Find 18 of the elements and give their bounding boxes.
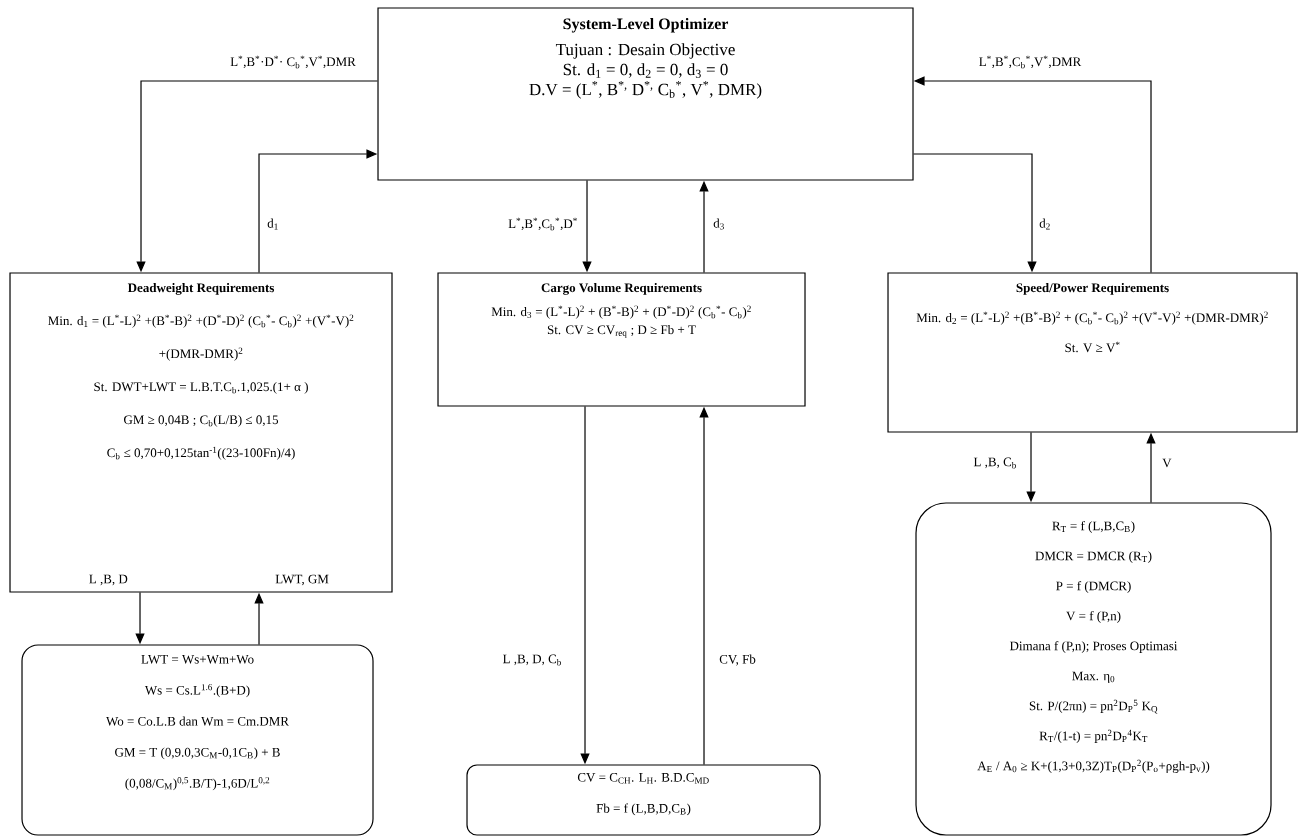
process-box: System-Level Optimizer Tujuan : Desain Objective St. d$_{1}$ = 0, d$_{2}$ = 0, d$_{3}$ = 0 D.V = (L$^{*}$, B$^{*,}$ D$^{*,}$ C$_{b}$$^{*}$, V$^{*}$, DMR) [377,7,914,181]
edge-label: L ,B, D [89,574,128,586]
rounded-process-box: CV = C$_{CH}$. L$_{H}$. B.D.C$_{MD}$ Fb = f (L,B,D,C$_{B}$) [466,764,821,836]
edge-label: L$^{*}$,B$^{*}$,C$_{b}$$^{*}$,V$^{*}$,DMR [979,55,1082,69]
rounded-process-box: LWT = Ws+Wm+Wo Ws = Cs.L$^{1.6}$.(B+D) Wo = Co.L.B dan Wm = Cm.DMR GM = T (0,9.0,3C$_{M}$-0,1C$_{B}$) + B (0,08/C$_{M}$)$^{0,5}$.B/T)-1,6D/L$^{0,2}$ [21,644,374,836]
edge-label: d$_{1}$ [267,218,278,230]
edge-label: L$^{*}$,B$^{*}$·D$^{*}$· C$_{b}$$^{*}$,V$^{*}$,DMR [230,55,356,69]
edge-label: CV, Fb [719,654,756,666]
edge-label: d$_{2}$ [1039,218,1050,230]
edge-label: L ,B, D, C$_{b}$ [502,654,561,666]
process-box: Cargo Volume Requirements Min. d$_{3}$ = (L$^{*}$-L)$^{2}$ + (B$^{*}$-B)$^{2}$ + (D$^{*}$-D)$^{2}$ (C$_{b}$$^{*}$- C$_{b}$)$^{2}$ St. CV ≥ CV$_{req}$ ; D ≥ Fb + T [437,272,806,407]
edge-label: d$_{3}$ [713,218,724,230]
edge-label: V [1162,458,1172,468]
rounded-process-box: R$_{T}$ = f (L,B,C$_{B}$) DMCR = DMCR (R$_{T}$) P = f (DMCR) V = f (P,n) Dimana f (P,n); Proses Optimasi Max. η$_{0}$ St. P/(2πn) = pn$^{2}$D$_{P}$$^{5}$ K$_{Q}$ R$_{T}$/(1-t) = pn$^{2}$D$_{P}$$^{4}$K$_{T}$ A$_{E}$ / A$_{0}$ ≥ K+(1,3+0,3Z)T$_{P}$(D$_{P}$$^{2}$(P$_{o}$+ρgh-p$_{v}$)) [915,502,1272,836]
edge-label: L ,B, C$_{b}$ [973,457,1016,469]
process-box: Speed/Power Requirements Min. d$_{2}$ = (L$^{*}$-L)$^{2}$ +(B$^{*}$-B)$^{2}$ + (C$_{b}$$^{*}$- C$_{b}$)$^{2}$ +(V$^{*}$-V)$^{2}$ +(DMR-DMR)$^{2}$ St. V ≥ V$^{*}$ [887,272,1298,433]
edge-label: L$^{*}$,B$^{*}$,C$_{b}$$^{*}$,D$^{*}$ [508,217,577,231]
edge-label: LWT, GM [275,574,329,586]
